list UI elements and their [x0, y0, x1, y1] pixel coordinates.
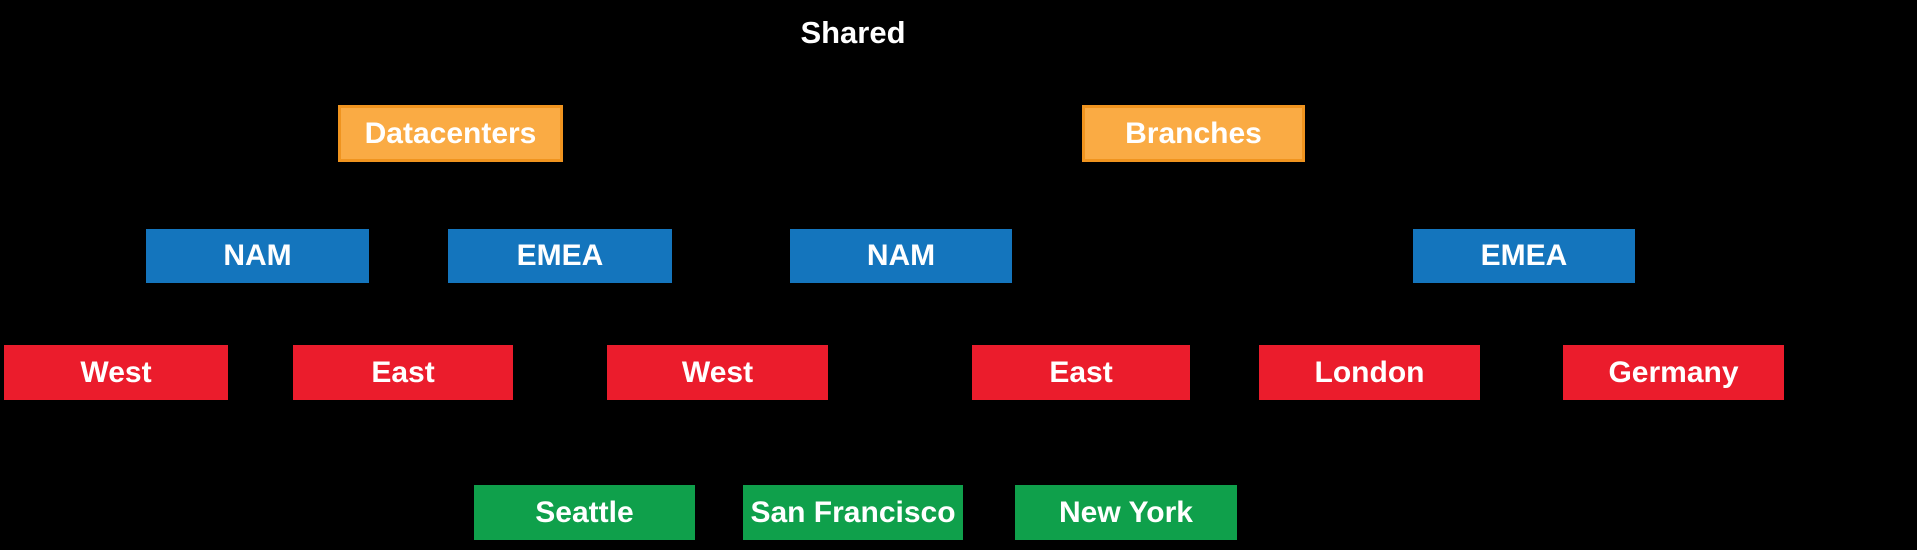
- node-san-francisco: San Francisco: [743, 485, 963, 540]
- node-nam-datacenters: NAM: [146, 229, 369, 283]
- node-west-2: West: [607, 345, 828, 400]
- node-branches: Branches: [1082, 105, 1305, 162]
- node-new-york: New York: [1015, 485, 1237, 540]
- node-emea-datacenters: EMEA: [448, 229, 672, 283]
- root-node-label: Shared: [800, 15, 906, 50]
- node-east-2: East: [972, 345, 1190, 400]
- node-london: London: [1259, 345, 1480, 400]
- node-emea-branches: EMEA: [1413, 229, 1635, 283]
- node-seattle: Seattle: [474, 485, 695, 540]
- node-germany: Germany: [1563, 345, 1784, 400]
- node-west-1: West: [4, 345, 228, 400]
- node-nam-branches: NAM: [790, 229, 1012, 283]
- node-datacenters: Datacenters: [338, 105, 563, 162]
- node-east-1: East: [293, 345, 513, 400]
